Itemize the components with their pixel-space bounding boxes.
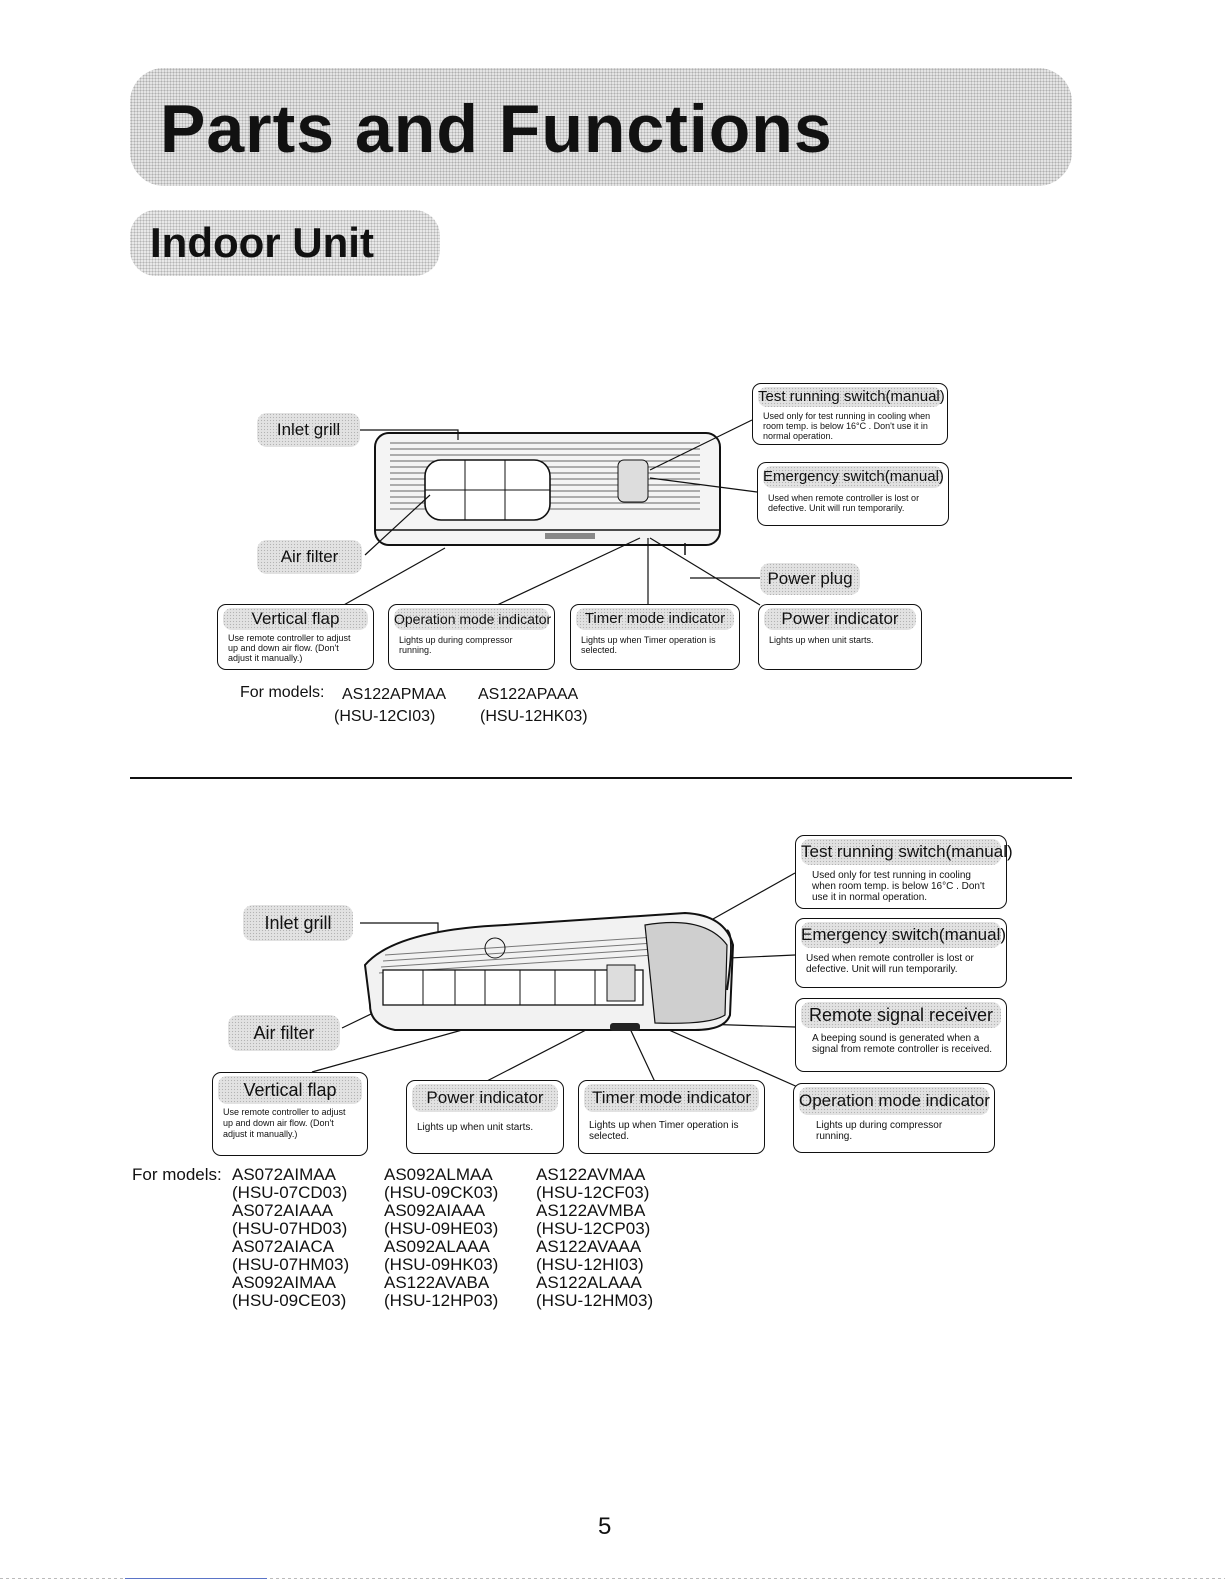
- model-column-1: AS072AIMAA (HSU-07CD03) AS072AIAAA (HSU-…: [232, 1166, 349, 1310]
- model-list-2: AS122APAAA (HSU-12HK03): [478, 684, 588, 728]
- box-operation-mode-indicator-1: Operation mode indicator Lights up durin…: [388, 604, 555, 670]
- model-entry: (HSU-09CE03): [232, 1291, 347, 1310]
- page-title: Parts and Functions: [160, 91, 833, 167]
- bottom-border: [0, 1578, 1225, 1579]
- section-banner: [130, 210, 440, 276]
- model-entry: AS072AIMAA: [232, 1165, 336, 1184]
- model-entry: (HSU-12CP03): [536, 1219, 651, 1238]
- box-title: Power indicator: [764, 608, 916, 630]
- model-entry: (HSU-09HK03): [384, 1255, 499, 1274]
- model-entry: AS122AVAAA: [536, 1237, 642, 1256]
- model-name: AS122APMAA: [342, 686, 447, 703]
- section-divider: [130, 777, 1072, 779]
- indoor-unit-illustration-1: [374, 432, 721, 555]
- model-entry: AS092AIMAA: [232, 1273, 336, 1292]
- box-title: Timer mode indicator: [584, 1084, 759, 1112]
- box-title: Timer mode indicator: [576, 608, 734, 630]
- model-entry: (HSU-12CF03): [536, 1183, 650, 1202]
- box-emergency-switch-1: Emergency switch(manual) Used when remot…: [757, 462, 949, 526]
- model-entry: (HSU-12HI03): [536, 1255, 644, 1274]
- box-desc: Lights up when unit starts.: [769, 635, 874, 645]
- model-entry: AS122AVMAA: [536, 1165, 646, 1184]
- box-timer-mode-indicator-1: Timer mode indicator Lights up when Time…: [570, 604, 740, 670]
- box-desc: Lights up when Timer operation is select…: [581, 635, 716, 655]
- box-vertical-flap-2: Vertical flap Use remote controller to a…: [212, 1072, 368, 1156]
- model-entry: AS092ALMAA: [384, 1165, 493, 1184]
- box-desc: Use remote controller to adjust up and d…: [228, 633, 351, 663]
- box-title: Emergency switch(manual): [801, 922, 1006, 948]
- models-label-2: For models:: [132, 1165, 222, 1184]
- model-list-1: AS122APMAA (HSU-12CI03): [334, 684, 447, 728]
- page-number: 5: [598, 1513, 612, 1540]
- box-title: Test running switch(manual): [801, 839, 1013, 865]
- model-entry: AS072AIAAA: [232, 1201, 334, 1220]
- section-title: Indoor Unit: [150, 219, 374, 266]
- model-entry: (HSU-09HE03): [384, 1219, 499, 1238]
- pill-air-filter-2: Air filter: [228, 1015, 340, 1051]
- box-operation-mode-indicator-2: Operation mode indicator Lights up durin…: [793, 1083, 995, 1153]
- model-entry: (HSU-07HD03): [232, 1219, 348, 1238]
- box-desc: Used only for test running in cooling wh…: [763, 411, 931, 441]
- model-entry: (HSU-12HP03): [384, 1291, 499, 1310]
- box-desc: Used only for test running in cooling wh…: [812, 870, 985, 903]
- box-title: Power indicator: [412, 1084, 558, 1112]
- box-desc: Lights up when Timer operation is select…: [589, 1120, 739, 1142]
- box-desc: Lights up during compressor running.: [399, 635, 513, 655]
- model-entry: AS122ALAAA: [536, 1273, 642, 1292]
- model-entry: (HSU-07HM03): [232, 1255, 350, 1274]
- model-code: (HSU-12HK03): [480, 708, 588, 725]
- box-desc: Lights up when unit starts.: [417, 1122, 534, 1133]
- model-entry: (HSU-09CK03): [384, 1183, 499, 1202]
- model-entry: AS072AIACA: [232, 1237, 335, 1256]
- pill-inlet-grill-2: Inlet grill: [243, 905, 353, 941]
- box-title: Emergency switch(manual): [763, 466, 944, 488]
- box-power-indicator-1: Power indicator Lights up when unit star…: [758, 604, 922, 670]
- box-desc: Use remote controller to adjust up and d…: [223, 1107, 346, 1139]
- box-emergency-switch-2: Emergency switch(manual) Used when remot…: [795, 918, 1007, 988]
- box-title: Vertical flap: [223, 608, 368, 630]
- box-desc: Lights up during compressor running.: [816, 1120, 943, 1142]
- box-title: Test running switch(manual): [758, 387, 945, 407]
- model-code: (HSU-12CI03): [334, 708, 436, 725]
- box-test-running-switch-2: Test running switch(manual) Used only fo…: [795, 835, 1013, 909]
- box-remote-signal-receiver: Remote signal receiver A beeping sound i…: [795, 998, 1007, 1072]
- pill-air-filter-1: Air filter: [257, 540, 362, 574]
- model-entry: AS092ALAAA: [384, 1237, 490, 1256]
- model-entry: AS092AIAAA: [384, 1201, 486, 1220]
- box-desc: Used when remote controller is lost or d…: [768, 493, 920, 513]
- model-name: AS122APAAA: [478, 686, 579, 703]
- box-title: Operation mode indicator: [799, 1087, 990, 1115]
- box-title: Vertical flap: [218, 1076, 362, 1104]
- models-label-1: For models:: [240, 684, 325, 701]
- bottom-link-underline: [125, 1578, 267, 1579]
- box-vertical-flap-1: Vertical flap Use remote controller to a…: [217, 604, 374, 670]
- pill-power-plug: Power plug: [760, 563, 860, 595]
- box-desc: A beeping sound is generated when a sign…: [812, 1033, 993, 1055]
- box-desc: Used when remote controller is lost or d…: [806, 953, 974, 975]
- model-entry: (HSU-12HM03): [536, 1291, 654, 1310]
- model-entry: (HSU-07CD03): [232, 1183, 348, 1202]
- box-test-running-switch-1: Test running switch(manual) Used only fo…: [752, 383, 948, 445]
- model-column-3: AS122AVMAA (HSU-12CF03) AS122AVMBA (HSU-…: [536, 1166, 653, 1310]
- pill-inlet-grill-1: Inlet grill: [257, 413, 360, 447]
- model-entry: AS122AVMBA: [536, 1201, 646, 1220]
- box-timer-mode-indicator-2: Timer mode indicator Lights up when Time…: [578, 1080, 765, 1154]
- model-entry: AS122AVABA: [384, 1273, 490, 1292]
- title-banner: [130, 68, 1072, 186]
- box-title: Remote signal receiver: [801, 1002, 1001, 1028]
- model-column-2: AS092ALMAA (HSU-09CK03) AS092AIAAA (HSU-…: [384, 1166, 498, 1310]
- indoor-unit-illustration-2: [363, 911, 735, 1031]
- box-title: Operation mode indicator: [394, 608, 551, 630]
- box-power-indicator-2: Power indicator Lights up when unit star…: [406, 1080, 564, 1154]
